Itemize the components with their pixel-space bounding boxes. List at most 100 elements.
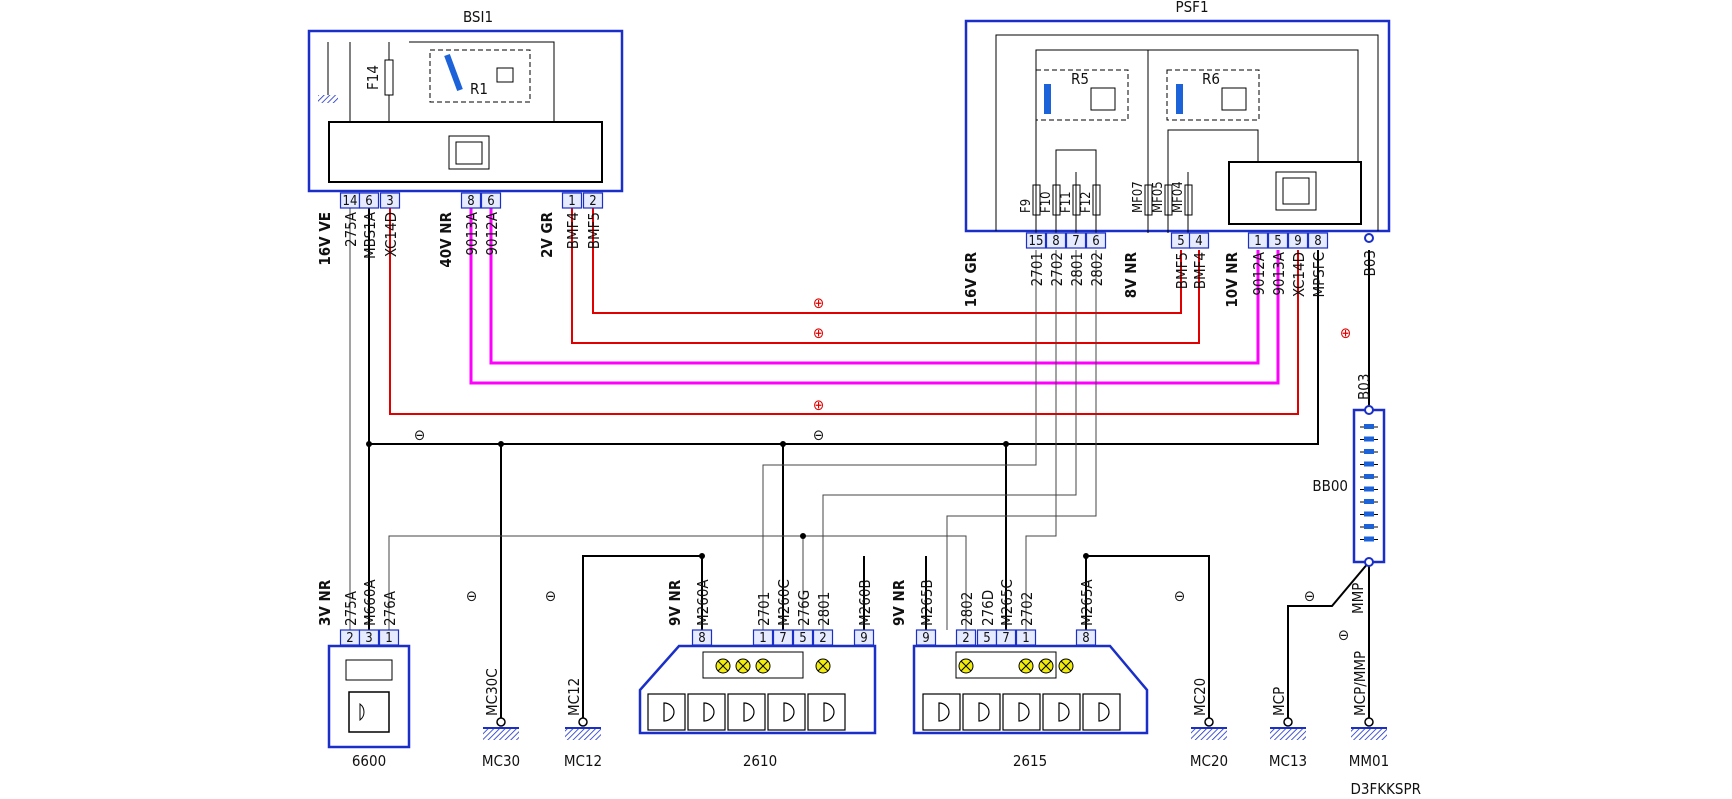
pin-number: 7 bbox=[779, 631, 786, 646]
wire-label: BMF4 bbox=[564, 212, 582, 249]
ground-name: MM01 bbox=[1349, 752, 1389, 770]
connector-spec: 9V NR bbox=[666, 579, 684, 626]
pin-number: 2 bbox=[962, 631, 969, 646]
wire-label: 275A bbox=[342, 590, 360, 626]
minus-mark-2: ⊖ bbox=[813, 426, 824, 444]
connector-spec: 8V NR bbox=[1122, 251, 1140, 298]
wire-label: MBS1A bbox=[361, 211, 379, 259]
pin-number: 1 bbox=[385, 631, 392, 646]
connector-pin bbox=[1065, 232, 1087, 249]
wire-label: 276G bbox=[795, 590, 813, 626]
fuse-label: MF04 bbox=[1171, 181, 1186, 213]
wire-xc14d-red bbox=[389, 203, 1299, 415]
ground-wire-label: MC20 bbox=[1191, 678, 1209, 716]
connector-pin bbox=[1025, 232, 1047, 249]
connector-pin bbox=[379, 192, 401, 209]
psf-name: PSF1 bbox=[1175, 0, 1208, 16]
plus-mark-3: ⊕ bbox=[813, 396, 824, 414]
grounds: MC30CMC30MC12MC12MC20MC20MCPMC13MCP/MMPM… bbox=[482, 651, 1389, 770]
connector-spec: 2V GR bbox=[538, 211, 556, 258]
connector-spec: 3V NR bbox=[316, 579, 334, 626]
pin-number: 14 bbox=[343, 194, 358, 209]
minus-mark-1: ⊖ bbox=[414, 426, 425, 444]
wire-label: 275A bbox=[342, 211, 360, 247]
minus-mark-5: ⊖ bbox=[1174, 587, 1185, 605]
component-6600-name: 6600 bbox=[352, 752, 386, 770]
headlamp-icon bbox=[1082, 693, 1121, 731]
connector-spec: 9V NR bbox=[890, 579, 908, 626]
pin-number: 9 bbox=[922, 631, 929, 646]
pin-number: 6 bbox=[1092, 234, 1099, 249]
fuse-label: F11 bbox=[1059, 191, 1074, 213]
wire-label: 2802 bbox=[1088, 252, 1106, 286]
wire-bmf5-red bbox=[592, 203, 1182, 314]
bsi-ground bbox=[318, 42, 338, 103]
component-2610-name: 2610 bbox=[743, 752, 777, 770]
wire-label: 2701 bbox=[755, 592, 773, 626]
component-2610: 2610 bbox=[638, 644, 877, 770]
bsi-relay-label: R1 bbox=[470, 80, 488, 98]
psf-relay-1: R5 bbox=[1071, 70, 1089, 88]
wire-label: MPSFC bbox=[1310, 252, 1328, 298]
pin-number: 7 bbox=[1002, 631, 1009, 646]
wires bbox=[349, 203, 1370, 722]
wire-label: M660A bbox=[361, 579, 379, 626]
pin-number: 2 bbox=[589, 194, 596, 209]
battery-wire-top: B03 bbox=[1355, 374, 1373, 400]
junctions bbox=[366, 441, 1089, 559]
connector-spec: 40V NR bbox=[437, 211, 455, 267]
connector-pin bbox=[582, 192, 604, 209]
ground-name: MC20 bbox=[1190, 752, 1228, 770]
wire-label: XC14D bbox=[1290, 252, 1308, 297]
fuse-label: MF05 bbox=[1151, 181, 1166, 213]
pin-number: 2 bbox=[819, 631, 826, 646]
battery-wire-bottom: MMP bbox=[1349, 583, 1367, 614]
pin-number: 8 bbox=[698, 631, 705, 646]
pin-number: 9 bbox=[1294, 234, 1301, 249]
minus-mark-6: ⊖ bbox=[1304, 587, 1315, 605]
plus-mark-4: ⊕ bbox=[1340, 324, 1351, 342]
ground-name: MC12 bbox=[564, 752, 602, 770]
bsi-fuse-label: F14 bbox=[364, 65, 382, 90]
wire-label: 9012A bbox=[1250, 251, 1268, 295]
wire-label: BMF4 bbox=[1191, 252, 1209, 289]
pin-number: 3 bbox=[365, 631, 372, 646]
component-2615: 2615 bbox=[912, 644, 1149, 770]
pin-number: 5 bbox=[1274, 234, 1281, 249]
connector-spec: 16V GR bbox=[962, 251, 980, 307]
pin-number: 3 bbox=[386, 194, 393, 209]
pin-number: 5 bbox=[799, 631, 806, 646]
connector-pin bbox=[1267, 232, 1289, 249]
connector-pin bbox=[1247, 232, 1269, 249]
connector-pin bbox=[1287, 232, 1309, 249]
wire-ground-bus bbox=[368, 203, 1319, 445]
wire-2801 bbox=[822, 250, 1077, 630]
headlamp-icon bbox=[962, 693, 1001, 731]
wire-label: M260A bbox=[694, 579, 712, 626]
wire-label: BMF5 bbox=[1173, 252, 1191, 289]
wire-label: M265C bbox=[998, 579, 1016, 626]
wire-2802 bbox=[946, 250, 1097, 630]
wire-label: 2801 bbox=[815, 592, 833, 626]
diagram-code: D3FKKSPR bbox=[1350, 780, 1421, 798]
pin-number: 8 bbox=[1052, 234, 1059, 249]
wire-label: M260B bbox=[856, 579, 874, 626]
wire-2701 bbox=[762, 250, 1037, 630]
pin-number: 6 bbox=[487, 194, 494, 209]
connector-psf-b03: B03 bbox=[1361, 233, 1379, 276]
wire-label: B03 bbox=[1361, 250, 1379, 276]
wire-label: M265A bbox=[1078, 579, 1096, 626]
pin-number: 1 bbox=[759, 631, 766, 646]
battery-name: BB00 bbox=[1312, 477, 1348, 495]
wire-label: 2702 bbox=[1048, 252, 1066, 286]
headlamp-icon bbox=[727, 693, 766, 731]
headlamp-icon bbox=[922, 693, 961, 731]
connector-pin bbox=[1045, 232, 1067, 249]
